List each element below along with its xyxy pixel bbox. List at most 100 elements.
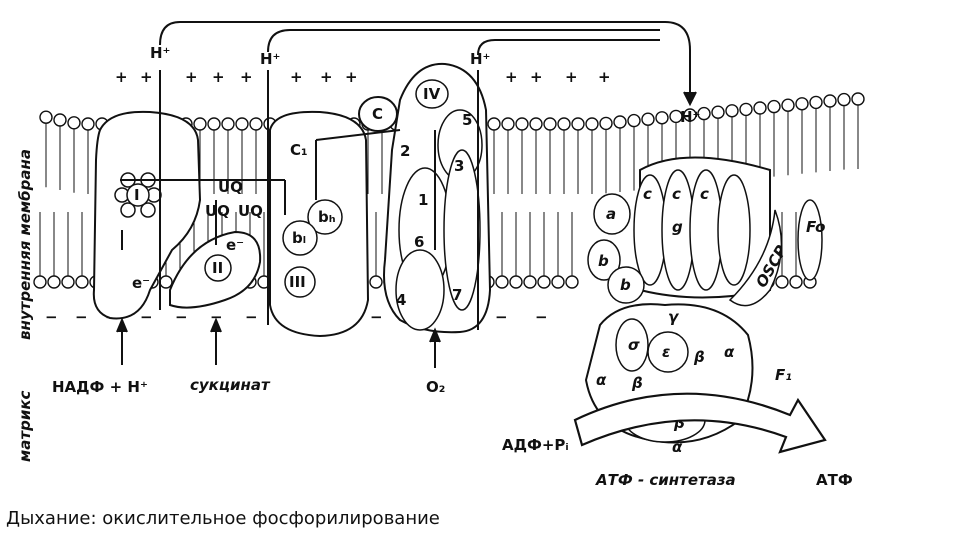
plus-charge: + xyxy=(212,68,225,86)
subunit-b-label-2: b xyxy=(620,276,631,294)
lipid-head-inner xyxy=(775,275,789,289)
matrix-side-label: матрикс xyxy=(16,390,34,462)
plus-charge: + xyxy=(598,68,611,86)
lipid-head-inner xyxy=(495,275,509,289)
lipid-head-outer xyxy=(543,117,557,131)
proton-label-1: H⁺ xyxy=(150,44,170,62)
subunit-epsilon-label: ε xyxy=(662,343,670,361)
subunit-alpha-label-2: α xyxy=(724,343,735,361)
lipid-head-outer xyxy=(501,117,515,131)
lipid-head-inner xyxy=(33,275,47,289)
plus-charge: + xyxy=(530,68,543,86)
complex-1: I e⁻ xyxy=(92,110,202,320)
complex-2-electron-label: e⁻ xyxy=(226,236,244,254)
caption-title: окислительное фосфорилирование xyxy=(102,508,440,529)
atp-synthase-label: АТФ - синтетаза xyxy=(595,471,736,489)
subunit-1-label: 1 xyxy=(418,191,428,209)
subunit-3-label: 3 xyxy=(454,157,464,175)
lipid-head-outer xyxy=(599,116,613,131)
subunit-beta-label-1: β xyxy=(631,374,643,392)
lipid-head-outer xyxy=(39,110,53,124)
plus-charge: + xyxy=(345,68,358,86)
subunit-alpha-label-1: α xyxy=(596,371,607,389)
lipid-head-outer xyxy=(795,97,809,111)
complex-2-core xyxy=(204,254,232,282)
plus-charge: + xyxy=(320,68,333,86)
plus-charge: + xyxy=(240,68,253,86)
lipid-head-outer xyxy=(725,104,739,118)
lipid-head-outer xyxy=(781,98,795,112)
lipid-head-outer xyxy=(193,117,207,131)
ubiquinone-label-1: UQ xyxy=(218,178,243,196)
slide-caption: Дыхание: окислительное фосфорилирование xyxy=(6,508,440,529)
lipid-head-outer xyxy=(67,116,81,130)
lipid-head-outer xyxy=(655,111,669,125)
complex-1-label: I xyxy=(134,186,140,204)
complex-3: C₁ bₕ bₗ III xyxy=(269,110,370,338)
lipid-head-inner xyxy=(47,275,61,289)
subunit-b-label-1: b xyxy=(598,252,609,270)
lipid-head-inner xyxy=(551,275,565,289)
minus-charge: − xyxy=(140,308,153,326)
proton-arrows xyxy=(116,21,697,368)
lipid-head-inner xyxy=(61,275,75,289)
lipid-head-outer xyxy=(529,117,543,131)
lipid-head-inner xyxy=(565,275,579,289)
cytochrome-c1-label: C₁ xyxy=(290,141,308,159)
subunit-7-label: 7 xyxy=(452,286,462,304)
subunit-g-label: g xyxy=(672,218,683,236)
cytochrome-c-label: C xyxy=(372,105,383,123)
minus-charge: − xyxy=(175,308,188,326)
subunit-4-label: 4 xyxy=(396,291,406,309)
minus-charge: − xyxy=(370,308,383,326)
lipid-head-outer xyxy=(627,113,641,128)
lipid-head-outer xyxy=(823,94,837,108)
subunit-c-label-2: c xyxy=(672,185,681,203)
cytochrome-bh-label: bₕ xyxy=(318,208,336,226)
lipid-head-outer xyxy=(711,105,725,119)
lipid-head-outer xyxy=(487,117,501,131)
lipid-head-inner xyxy=(159,275,173,289)
subunit-6-label: 6 xyxy=(414,233,424,251)
complex-3-label: III xyxy=(289,273,306,291)
lipid-head-outer xyxy=(753,101,767,115)
proton-label-3: H⁺ xyxy=(470,50,490,68)
minus-charge: − xyxy=(75,308,88,326)
ubiquinone-label-2: UQ xyxy=(205,202,230,220)
plus-charge: + xyxy=(140,68,153,86)
subunit-beta-label-3: β xyxy=(673,414,685,432)
membrane-side-label: внутренняя мембрана xyxy=(16,149,34,340)
lipid-head-outer xyxy=(683,108,697,122)
lipid-head-outer xyxy=(585,117,599,131)
lipid-head-outer xyxy=(557,117,571,131)
lipid-head-outer xyxy=(809,95,823,110)
lipid-head-outer xyxy=(767,99,781,114)
lipid-head-outer xyxy=(249,117,263,131)
lipid-head-outer xyxy=(515,117,529,131)
lipid-head-outer xyxy=(235,117,249,131)
ubiquinone-label-3: UQ xyxy=(238,202,263,220)
lipid-head-outer xyxy=(697,106,711,121)
minus-charge: − xyxy=(210,308,223,326)
membrane-plus-charges: ++++++++++++ xyxy=(115,68,611,86)
complex-1-electron-label: e⁻ xyxy=(132,274,150,292)
complex-4-label: IV xyxy=(423,85,441,103)
f1-label: F₁ xyxy=(775,366,792,384)
succinate-label: сукцинат xyxy=(190,376,271,394)
plus-charge: + xyxy=(505,68,518,86)
lipid-head-outer xyxy=(613,115,627,129)
lipid-head-inner xyxy=(523,275,537,289)
lipid-head-inner xyxy=(509,275,523,289)
minus-charge: − xyxy=(535,308,548,326)
lipid-head-outer xyxy=(641,112,655,126)
proton-label-2: H⁺ xyxy=(260,50,280,68)
subunit-c-label-1: c xyxy=(643,185,652,203)
subunit-beta-label-2: β xyxy=(693,348,705,366)
lipid-head-outer xyxy=(739,102,753,117)
atp-synthesis-arrow xyxy=(573,392,827,454)
oxygen-label: O₂ xyxy=(426,378,445,396)
lipid-head-outer xyxy=(221,117,235,131)
lipid-head-inner xyxy=(537,275,551,289)
lipid-head-outer xyxy=(53,113,67,127)
